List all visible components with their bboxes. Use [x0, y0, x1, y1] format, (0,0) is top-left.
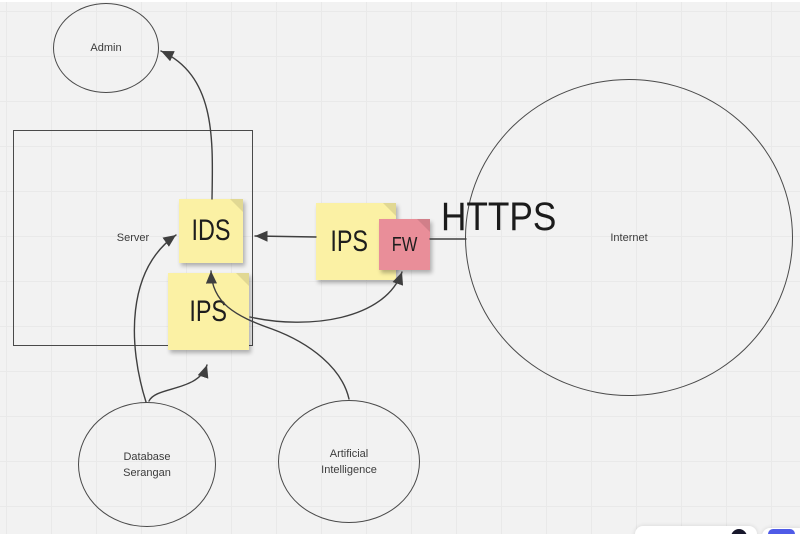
user-avatar[interactable]: [731, 529, 747, 534]
database-serangan-label: Database Serangan: [123, 450, 171, 479]
bottom-toolbar-panel[interactable]: [635, 526, 757, 534]
database-serangan-circle[interactable]: Database Serangan: [78, 402, 216, 527]
artificial-intelligence-label: Artificial Intelligence: [321, 447, 377, 476]
ids-label: IDS: [191, 214, 231, 247]
server-label: Server: [116, 232, 150, 244]
server-box[interactable]: Server: [13, 130, 253, 346]
primary-action-button[interactable]: [768, 529, 795, 534]
artificial-intelligence-circle[interactable]: Artificial Intelligence: [278, 400, 420, 523]
connector-database-to-ids[interactable]: [133, 234, 177, 403]
fw-label: FW: [391, 233, 418, 256]
connector-ips-to-fw[interactable]: [249, 271, 404, 323]
connector-database-to-ips[interactable]: [148, 364, 209, 402]
ips-sticky-note-inner[interactable]: IPS: [168, 273, 249, 350]
fw-sticky-note[interactable]: FW: [379, 219, 430, 270]
https-text[interactable]: HTTPS: [441, 195, 557, 239]
internet-circle[interactable]: Internet: [465, 79, 793, 396]
connector-ids-to-admin[interactable]: [160, 50, 214, 200]
ids-sticky-note[interactable]: IDS: [179, 199, 243, 263]
canvas-top-edge: [0, 0, 800, 2]
admin-circle[interactable]: Admin: [53, 3, 159, 93]
connector-ai-to-ids[interactable]: [205, 270, 350, 400]
admin-label: Admin: [90, 42, 122, 54]
ips-outer-label: IPS: [330, 224, 368, 258]
internet-label: Internet: [610, 231, 648, 244]
connector-ips-outer-to-ids[interactable]: [254, 230, 317, 242]
